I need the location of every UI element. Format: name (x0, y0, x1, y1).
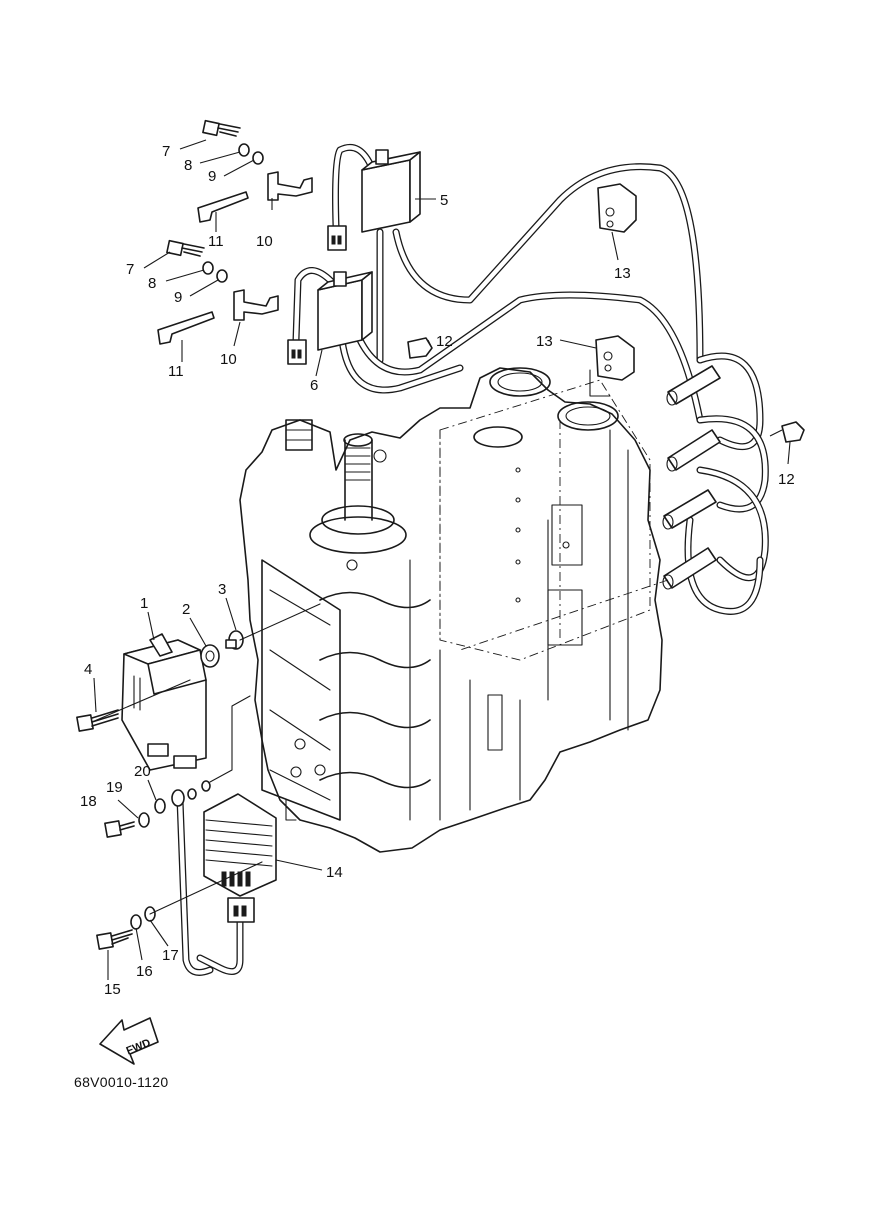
callout-15: 15 (104, 981, 121, 998)
bolt-18 (104, 820, 135, 838)
bolt-15 (96, 929, 133, 950)
high-tension-wire-loops (684, 352, 769, 615)
washer-19 (138, 812, 150, 828)
engine-block (239, 367, 663, 853)
ignition-coil-upper (327, 143, 704, 364)
tie-11-lower (157, 311, 215, 345)
washer-9-upper (252, 151, 264, 165)
callout-leaders (93, 139, 791, 980)
callout-labels: 7 8 9 11 10 5 7 8 9 11 10 6 12 13 13 12 … (80, 143, 795, 998)
bracket-10-lower (233, 289, 279, 321)
callout-8-lower: 8 (148, 275, 156, 292)
bolt-7-upper (202, 119, 241, 137)
grommet-2 (200, 644, 220, 668)
washer-small-b (201, 780, 211, 792)
callout-7-lower: 7 (126, 261, 134, 278)
callout-2: 2 (182, 601, 190, 618)
wire-holder-lower (589, 335, 635, 397)
washer-small-a (187, 788, 197, 800)
forward-direction-arrow: FWD (99, 1017, 159, 1065)
callout-6: 6 (310, 377, 318, 394)
ignition-coil-lower (287, 267, 704, 424)
washer-16 (130, 914, 142, 930)
callout-4: 4 (84, 661, 92, 678)
callout-17: 17 (162, 947, 179, 964)
callout-18: 18 (80, 793, 97, 810)
rectifier-regulator (171, 789, 277, 976)
callout-12-upper: 12 (436, 333, 453, 350)
callout-11-upper: 11 (208, 233, 224, 250)
callout-16: 16 (136, 963, 153, 980)
washer-20 (154, 798, 166, 814)
callout-20: 20 (134, 763, 151, 780)
collar-3 (225, 630, 244, 650)
clip-b (781, 421, 805, 443)
callout-13-lower: 13 (536, 333, 553, 350)
washer-8-lower (202, 261, 214, 275)
washer-9-lower (216, 269, 228, 283)
washer-8-upper (238, 143, 250, 157)
tie-11-upper (197, 191, 249, 223)
callout-12-lower: 12 (778, 471, 795, 488)
bracket-10-upper (267, 171, 313, 201)
wire-holder-upper (597, 183, 637, 233)
callout-7-upper: 7 (162, 143, 170, 160)
callout-8-upper: 8 (184, 157, 192, 174)
callout-19: 19 (106, 779, 123, 796)
callout-11-lower: 11 (168, 363, 184, 380)
callout-3: 3 (218, 581, 226, 598)
callout-5: 5 (440, 192, 448, 209)
bolt-7-lower (166, 239, 205, 257)
callout-9-lower: 9 (174, 289, 182, 306)
clip-a (407, 337, 433, 359)
callout-13-upper: 13 (614, 265, 631, 282)
spark-plug-caps (459, 365, 721, 651)
callout-10-lower: 10 (220, 351, 237, 368)
diagram-code-label: 68V0010-1120 (74, 1074, 169, 1090)
callout-14: 14 (326, 864, 343, 881)
cdi-unit (121, 633, 207, 771)
callout-9-upper: 9 (208, 168, 216, 185)
callout-10-upper: 10 (256, 233, 273, 250)
callout-1: 1 (140, 595, 148, 612)
